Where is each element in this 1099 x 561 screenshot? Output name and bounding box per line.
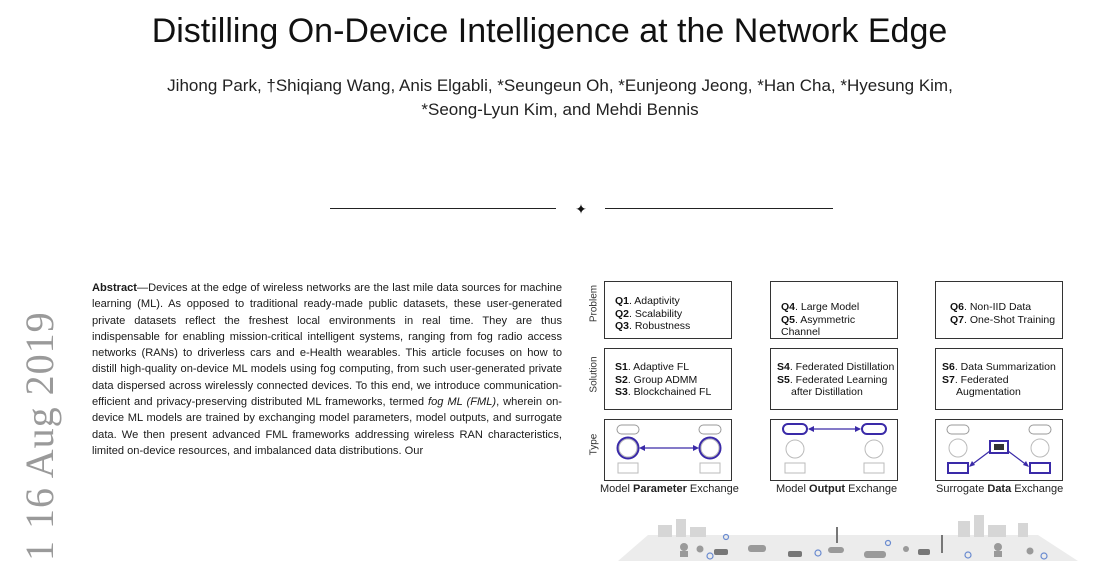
- author-line-2: *Seong-Lyun Kim, and Mehdi Bennis: [421, 100, 699, 119]
- problem-item: Q7. One-Shot Training: [950, 313, 1056, 326]
- solution-box-1: S1. Adaptive FL S2. Group ADMM S3. Block…: [604, 348, 732, 410]
- author-line-1: Jihong Park, †Shiqiang Wang, Anis Elgabl…: [167, 76, 953, 95]
- abstract-heading: Abstract: [92, 282, 138, 294]
- separator-line-left: [330, 208, 556, 209]
- diamond-icon: ✦: [575, 201, 587, 217]
- solution-item: S7. Federated: [942, 373, 1009, 386]
- arxiv-stamp-text: 1 16 Aug 2019: [17, 311, 62, 561]
- solution-box-3: S6. Data Summarization S7. Federated Aug…: [935, 348, 1063, 410]
- abstract-paragraph: Abstract—Devices at the edge of wireless…: [92, 280, 562, 561]
- overview-figure: Problem Solution Type Q1. Adaptivity Q2.…: [588, 276, 1096, 561]
- problem-box-1: Q1. Adaptivity Q2. Scalability Q3. Robus…: [604, 281, 732, 339]
- row-label-type: Type: [588, 433, 600, 456]
- arxiv-sidebar-stamp: 1 16 Aug 2019: [4, 296, 74, 561]
- paper-title: Distilling On-Device Intelligence at the…: [151, 12, 948, 50]
- problem-item: Q1. Adaptivity: [615, 295, 680, 307]
- row-label-solution: Solution: [588, 356, 600, 393]
- abstract-text-2: , wherein on-device ML models are traine…: [92, 396, 562, 457]
- problem-item: Q5. Asymmetric Channel: [781, 313, 856, 339]
- abstract-dash: —: [137, 282, 149, 294]
- title-separator: ✦: [0, 202, 1099, 216]
- problem-item: Q6. Non-IID Data: [950, 301, 1032, 313]
- solution-item: Augmentation: [956, 386, 1021, 398]
- parameter-exchange-diagram: [604, 419, 732, 481]
- solution-item: S3. Blockchained FL: [615, 386, 712, 398]
- output-exchange-diagram: [770, 419, 898, 481]
- caption-output-exchange: Model Output Exchange: [776, 483, 898, 495]
- problem-item: Q2. Scalability: [615, 307, 683, 320]
- solution-box-2: S4. Federated Distillation S5. Federated…: [770, 348, 898, 410]
- solution-item: S1. Adaptive FL: [615, 361, 690, 373]
- solution-item: after Distillation: [791, 386, 863, 398]
- caption-data-exchange: Surrogate Data Exchange: [936, 483, 1064, 495]
- data-exchange-diagram: [935, 419, 1063, 481]
- problem-item: Q4. Large Model: [781, 301, 860, 313]
- solution-item: S6. Data Summarization: [942, 361, 1056, 373]
- city-illustration: [618, 515, 1078, 561]
- problem-box-2: Q4. Large Model Q5. Asymmetric Channel: [770, 281, 898, 339]
- problem-box-3: Q6. Non-IID Data Q7. One-Shot Training: [935, 281, 1063, 339]
- abstract-text-1: Devices at the edge of wireless networks…: [92, 282, 562, 409]
- problem-item: Q3. Robustness: [615, 320, 691, 332]
- abstract-term: fog ML (FML): [427, 396, 497, 409]
- solution-item: S2. Group ADMM: [615, 373, 698, 386]
- caption-parameter-exchange: Model Parameter Exchange: [600, 483, 739, 495]
- solution-item: S5. Federated Learning: [777, 373, 888, 386]
- solution-item: S4. Federated Distillation: [777, 361, 895, 373]
- author-list: Jihong Park, †Shiqiang Wang, Anis Elgabl…: [60, 74, 1060, 122]
- row-label-problem: Problem: [588, 284, 600, 323]
- separator-line-right: [605, 208, 833, 209]
